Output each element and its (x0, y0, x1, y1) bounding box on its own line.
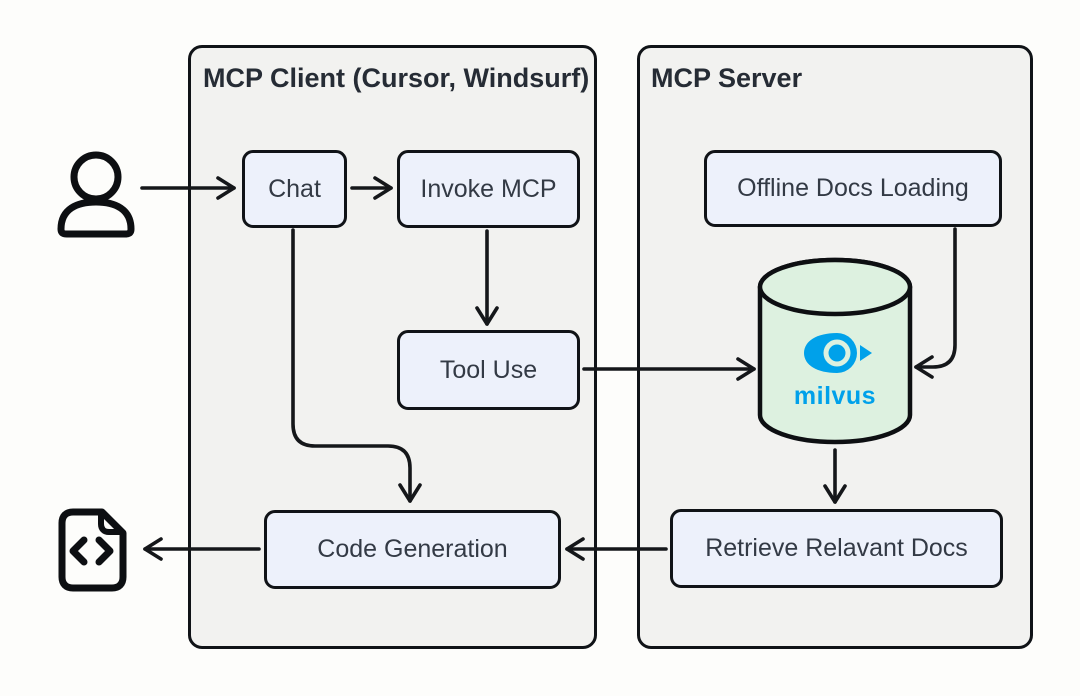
diagram-arrows (140, 176, 957, 561)
user-icon (57, 151, 135, 238)
mcp-server-title: MCP Server (651, 63, 803, 93)
mcp-client-title: MCP Client (Cursor, Windsurf) (203, 63, 590, 93)
milvus-label: milvus (793, 382, 877, 410)
node-offline-docs-loading: Offline Docs Loading (704, 150, 1002, 227)
node-code-generation: Code Generation (264, 510, 561, 589)
node-chat: Chat (242, 150, 347, 228)
code-file-icon (58, 508, 127, 592)
arrow-chat-to-codegen (291, 228, 422, 503)
node-tool-use: Tool Use (397, 330, 580, 410)
milvus-database (757, 257, 913, 445)
milvus-logo-icon (804, 333, 872, 373)
node-retrieve-relevant-docs: Retrieve Relavant Docs (670, 509, 1003, 588)
node-invoke-mcp: Invoke MCP (397, 150, 580, 228)
arrow-offline-to-milvus (914, 227, 957, 379)
